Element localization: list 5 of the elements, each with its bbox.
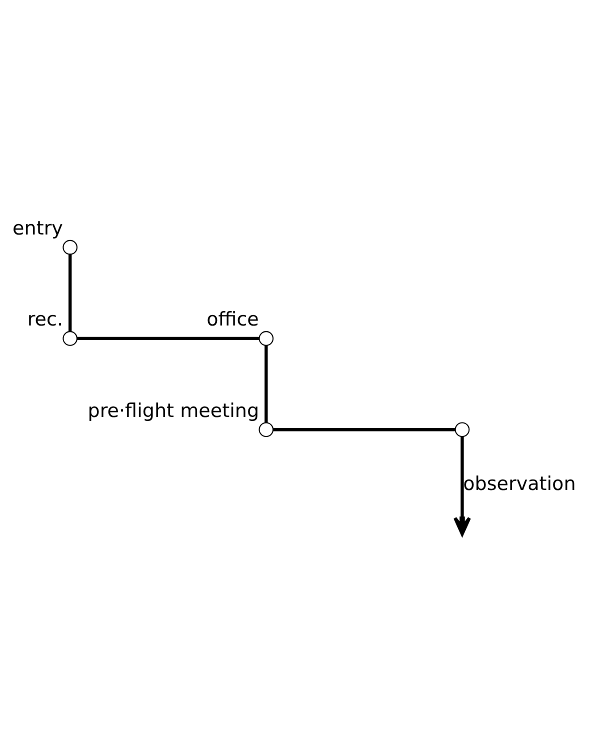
node-label: office — [206, 308, 259, 331]
node-label: pre·flight meeting — [88, 400, 260, 422]
edge-label: observation — [463, 472, 576, 495]
node-label: entry — [12, 218, 63, 240]
node-label: rec. — [27, 308, 64, 331]
